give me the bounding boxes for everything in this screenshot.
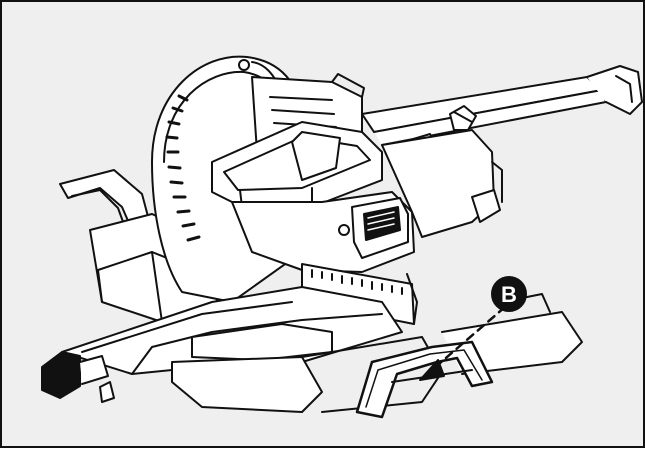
callout-leader [419, 305, 507, 381]
switch-housing [231, 191, 415, 273]
slide-rails [361, 65, 643, 146]
callout-b-label: B [501, 282, 517, 307]
left-extension-handle [41, 351, 115, 403]
callout-b-badge [491, 276, 527, 312]
rear-support-column [381, 129, 503, 238]
operating-handle [211, 121, 383, 208]
front-table [61, 286, 403, 375]
